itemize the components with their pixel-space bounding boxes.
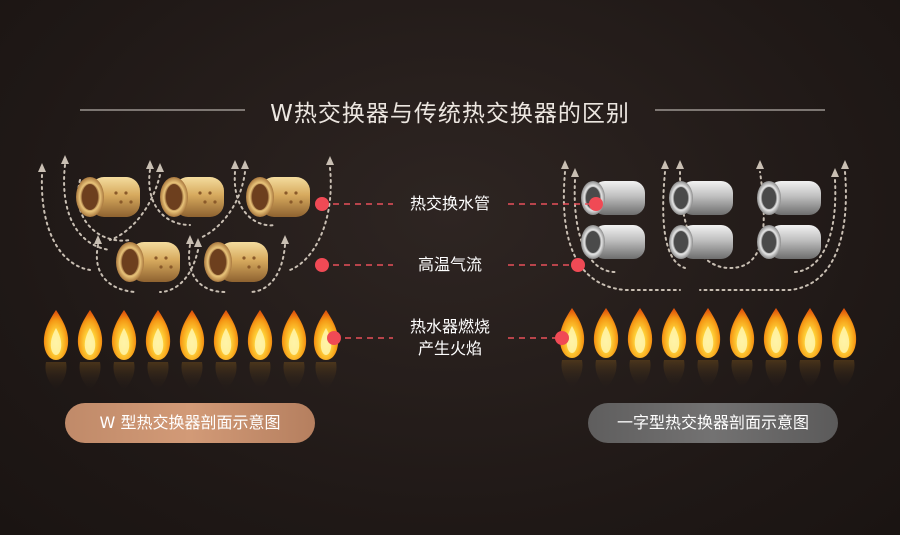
caption-w-type: W 型热交换器剖面示意图 xyxy=(65,403,315,443)
page-title: W热交换器与传统热交换器的区别 xyxy=(270,101,630,127)
w-type-flames xyxy=(43,310,339,360)
steel-tube xyxy=(757,181,821,215)
flat-type-airflow xyxy=(562,171,847,291)
copper-tube xyxy=(246,177,310,217)
marker-dot-flame-right xyxy=(555,331,569,345)
steel-tube xyxy=(581,225,645,259)
marker-dot-flame-left xyxy=(327,331,341,345)
leader-lines xyxy=(322,203,596,339)
flat-type-flames xyxy=(559,308,857,358)
steel-tube xyxy=(669,225,733,259)
caption-flat-type: 一字型热交换器剖面示意图 xyxy=(588,403,838,443)
w-type-flame-reflections xyxy=(45,362,337,390)
marker-dot-airflow-right xyxy=(571,258,585,272)
copper-tube xyxy=(204,242,268,282)
label-burner-flame-line1: 热水器燃烧 xyxy=(409,317,490,336)
flat-type-tubes xyxy=(581,181,821,259)
copper-tube xyxy=(76,177,140,217)
label-heat-exchange-tube: 热交换水管 xyxy=(409,194,490,213)
steel-tube xyxy=(669,181,733,215)
copper-tube xyxy=(116,242,180,282)
label-burner-flame-line2: 产生火焰 xyxy=(417,339,482,358)
marker-dot-tube-left xyxy=(315,197,329,211)
w-type-tubes xyxy=(76,177,310,282)
flat-type-flame-reflections xyxy=(561,360,855,388)
marker-dot-airflow-left xyxy=(315,258,329,272)
label-hot-airflow: 高温气流 xyxy=(417,255,482,274)
marker-dot-tube-right xyxy=(589,197,603,211)
steel-tube xyxy=(581,181,645,215)
copper-tube xyxy=(160,177,224,217)
steel-tube xyxy=(757,225,821,259)
marker-dots xyxy=(315,197,603,345)
flat-type-arrow-heads xyxy=(561,160,849,177)
w-type-airflow xyxy=(40,164,332,293)
